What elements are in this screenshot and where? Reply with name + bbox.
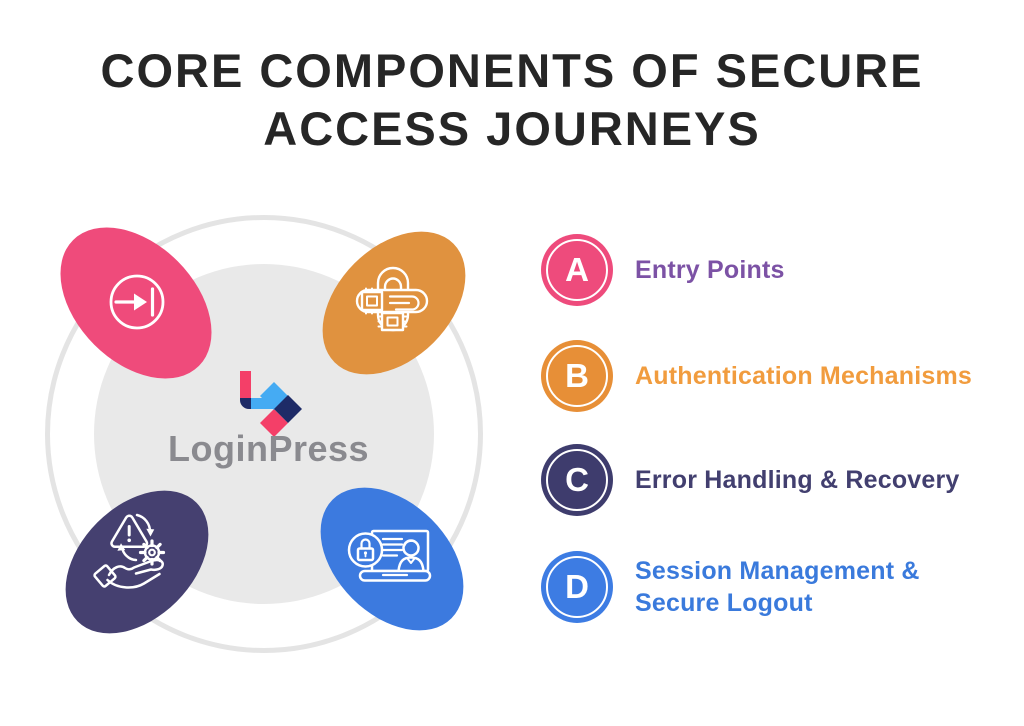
page-title-line1: CORE COMPONENTS OF SECURE [100, 44, 924, 97]
badge-d: D [541, 551, 613, 623]
legend-label-session-management: Session Management & Secure Logout [635, 557, 920, 617]
badge-b-letter: B [546, 345, 608, 407]
page-title-line2: ACCESS JOURNEYS [263, 102, 761, 155]
legend-label-authentication: Authentication Mechanisms [635, 362, 972, 390]
legend-item-authentication: B Authentication Mechanisms [541, 340, 972, 412]
brand-name: LoginPress [168, 428, 370, 469]
loginpress-logo-icon [240, 371, 302, 437]
legend-label-entry-points: Entry Points [635, 256, 785, 284]
decorative-outer-ring [45, 215, 483, 653]
badge-c-letter: C [546, 449, 608, 511]
badge-d-letter: D [546, 556, 608, 618]
badge-a-letter: A [546, 239, 608, 301]
legend-item-entry-points: A Entry Points [541, 234, 785, 306]
secure-session-icon [347, 529, 432, 582]
page-title: CORE COMPONENTS OF SECURE ACCESS JOURNEY… [0, 42, 1024, 158]
legend-item-error-handling: C Error Handling & Recovery [541, 444, 960, 516]
login-arrow-icon [109, 274, 165, 330]
legend-label-error-handling: Error Handling & Recovery [635, 466, 960, 494]
security-key-icon [355, 266, 429, 332]
error-recovery-icon [93, 513, 166, 589]
legend-item-session-management: D Session Management & Secure Logout [541, 551, 920, 623]
badge-c: C [541, 444, 613, 516]
badge-a: A [541, 234, 613, 306]
badge-b: B [541, 340, 613, 412]
